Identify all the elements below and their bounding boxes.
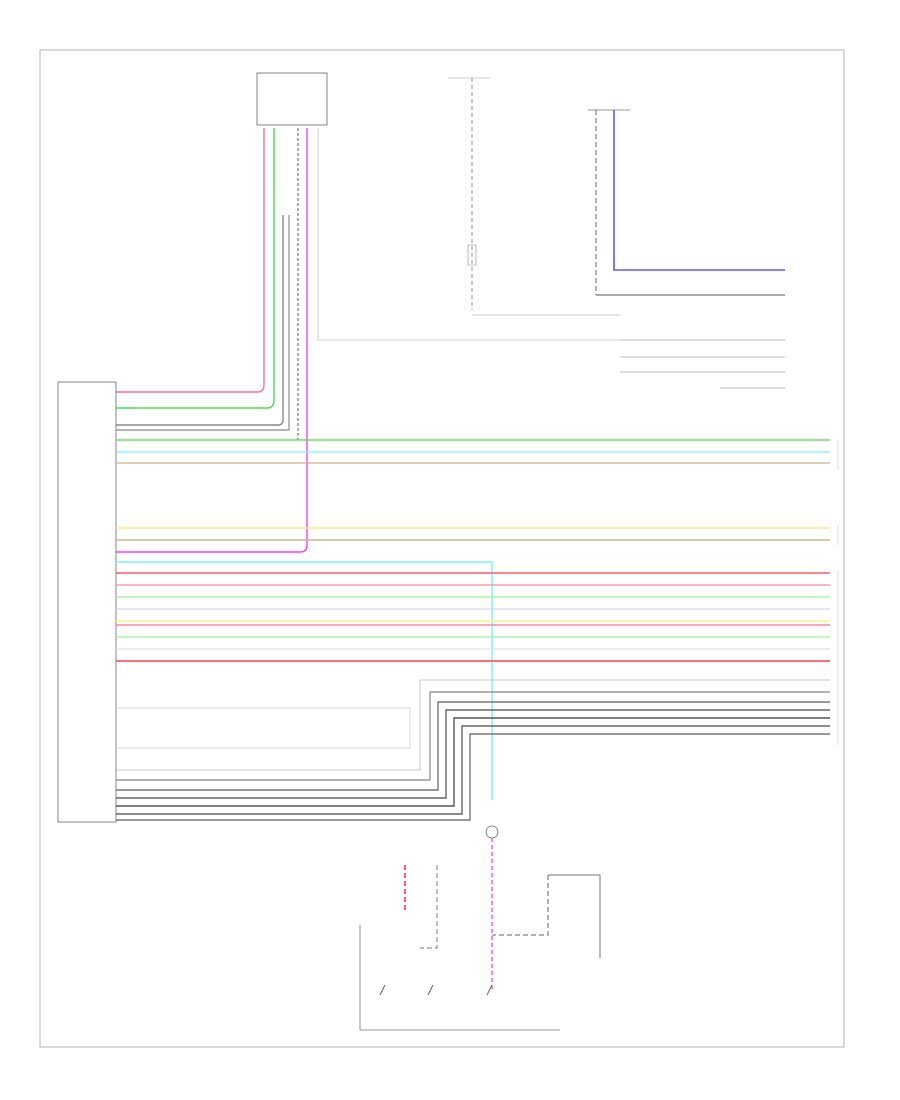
right-top-module: [588, 109, 785, 296]
diagram-frame: [39, 49, 845, 1048]
top-module-wires: [116, 128, 620, 553]
horizontal-wire-bus: [116, 439, 830, 800]
main-unit: [57, 381, 117, 823]
dark-gray-bundle: [116, 679, 830, 821]
junction-connector: [485, 825, 499, 990]
bottom-switch-panel: [359, 865, 601, 1031]
fuse-box: [448, 77, 620, 316]
right-small-connectors: [620, 339, 785, 389]
top-module: [256, 72, 328, 126]
